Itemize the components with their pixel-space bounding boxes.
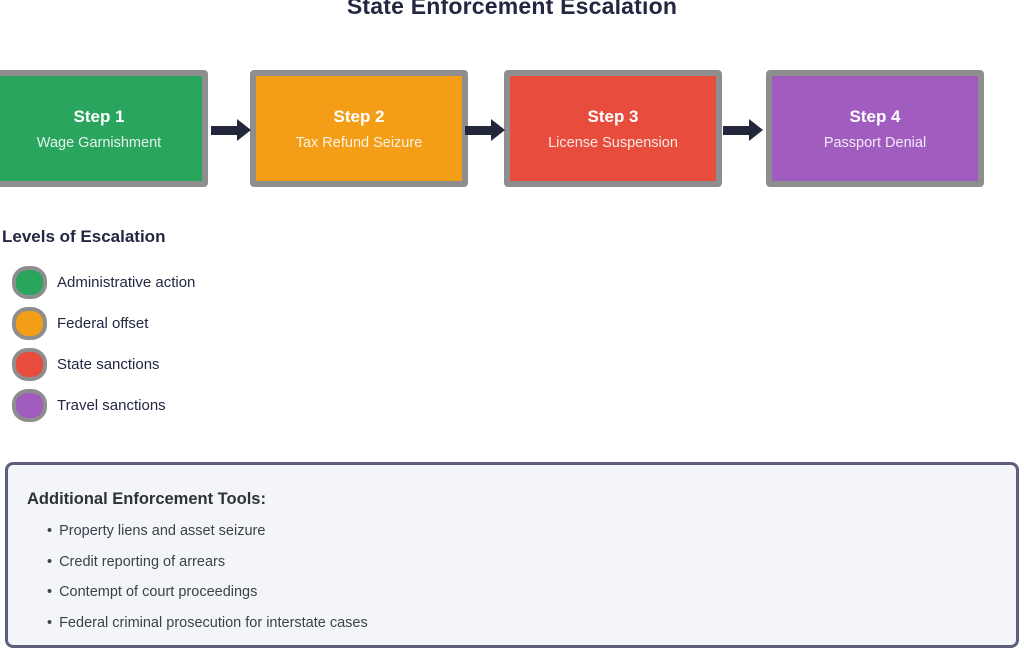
legend-swatch-icon [12,347,47,381]
right-arrow-icon [465,118,505,142]
tools-item-label: Credit reporting of arrears [59,554,226,570]
tools-item-label: Property liens and asset seizure [59,523,266,539]
step-name: Wage Garnishment [36,134,162,151]
legend-item: Federal offset [12,306,149,340]
step-label: Step 1 [73,106,125,126]
step-name: Passport Denial [823,134,927,151]
additional-tools-panel: Additional Enforcement Tools: • Property … [5,462,1019,648]
bullet-icon: • [47,554,53,570]
step-name: Tax Refund Seizure [295,134,423,151]
step-box-1: Step 1 Wage Garnishment [0,70,208,187]
legend-item: Administrative action [12,265,196,299]
diagram-title: State Enforcement Escalation [346,0,678,19]
legend-swatch-icon [12,265,47,299]
tools-item: • Contempt of court proceedings [47,584,257,600]
legend-swatch-icon [12,388,47,422]
bullet-icon: • [47,615,53,631]
tools-item-label: Contempt of court proceedings [59,584,258,600]
tools-item-label: Federal criminal prosecution for interst… [59,615,368,631]
bullet-icon: • [47,523,53,539]
tools-item: • Credit reporting of arrears [47,554,225,570]
step-box-3: Step 3 License Suspension [504,70,722,187]
tools-heading: Additional Enforcement Tools: [27,490,266,508]
bullet-icon: • [47,584,53,600]
step-label: Step 4 [849,106,901,126]
legend-label: Administrative action [57,273,196,291]
legend-label: Federal offset [57,314,149,332]
step-box-2: Step 2 Tax Refund Seizure [250,70,468,187]
step-box-4: Step 4 Passport Denial [766,70,984,187]
step-label: Step 3 [587,106,639,126]
tools-item: • Property liens and asset seizure [47,523,265,539]
step-label: Step 2 [333,106,385,126]
legend-heading: Levels of Escalation [2,227,166,246]
legend-item: Travel sanctions [12,388,166,422]
step-name: License Suspension [548,134,678,151]
legend-label: State sanctions [57,355,160,373]
legend-label: Travel sanctions [57,396,166,414]
right-arrow-icon [723,118,763,142]
legend-swatch-icon [12,306,47,340]
right-arrow-icon [211,118,251,142]
legend-item: State sanctions [12,347,160,381]
tools-item: • Federal criminal prosecution for inters… [47,615,368,631]
